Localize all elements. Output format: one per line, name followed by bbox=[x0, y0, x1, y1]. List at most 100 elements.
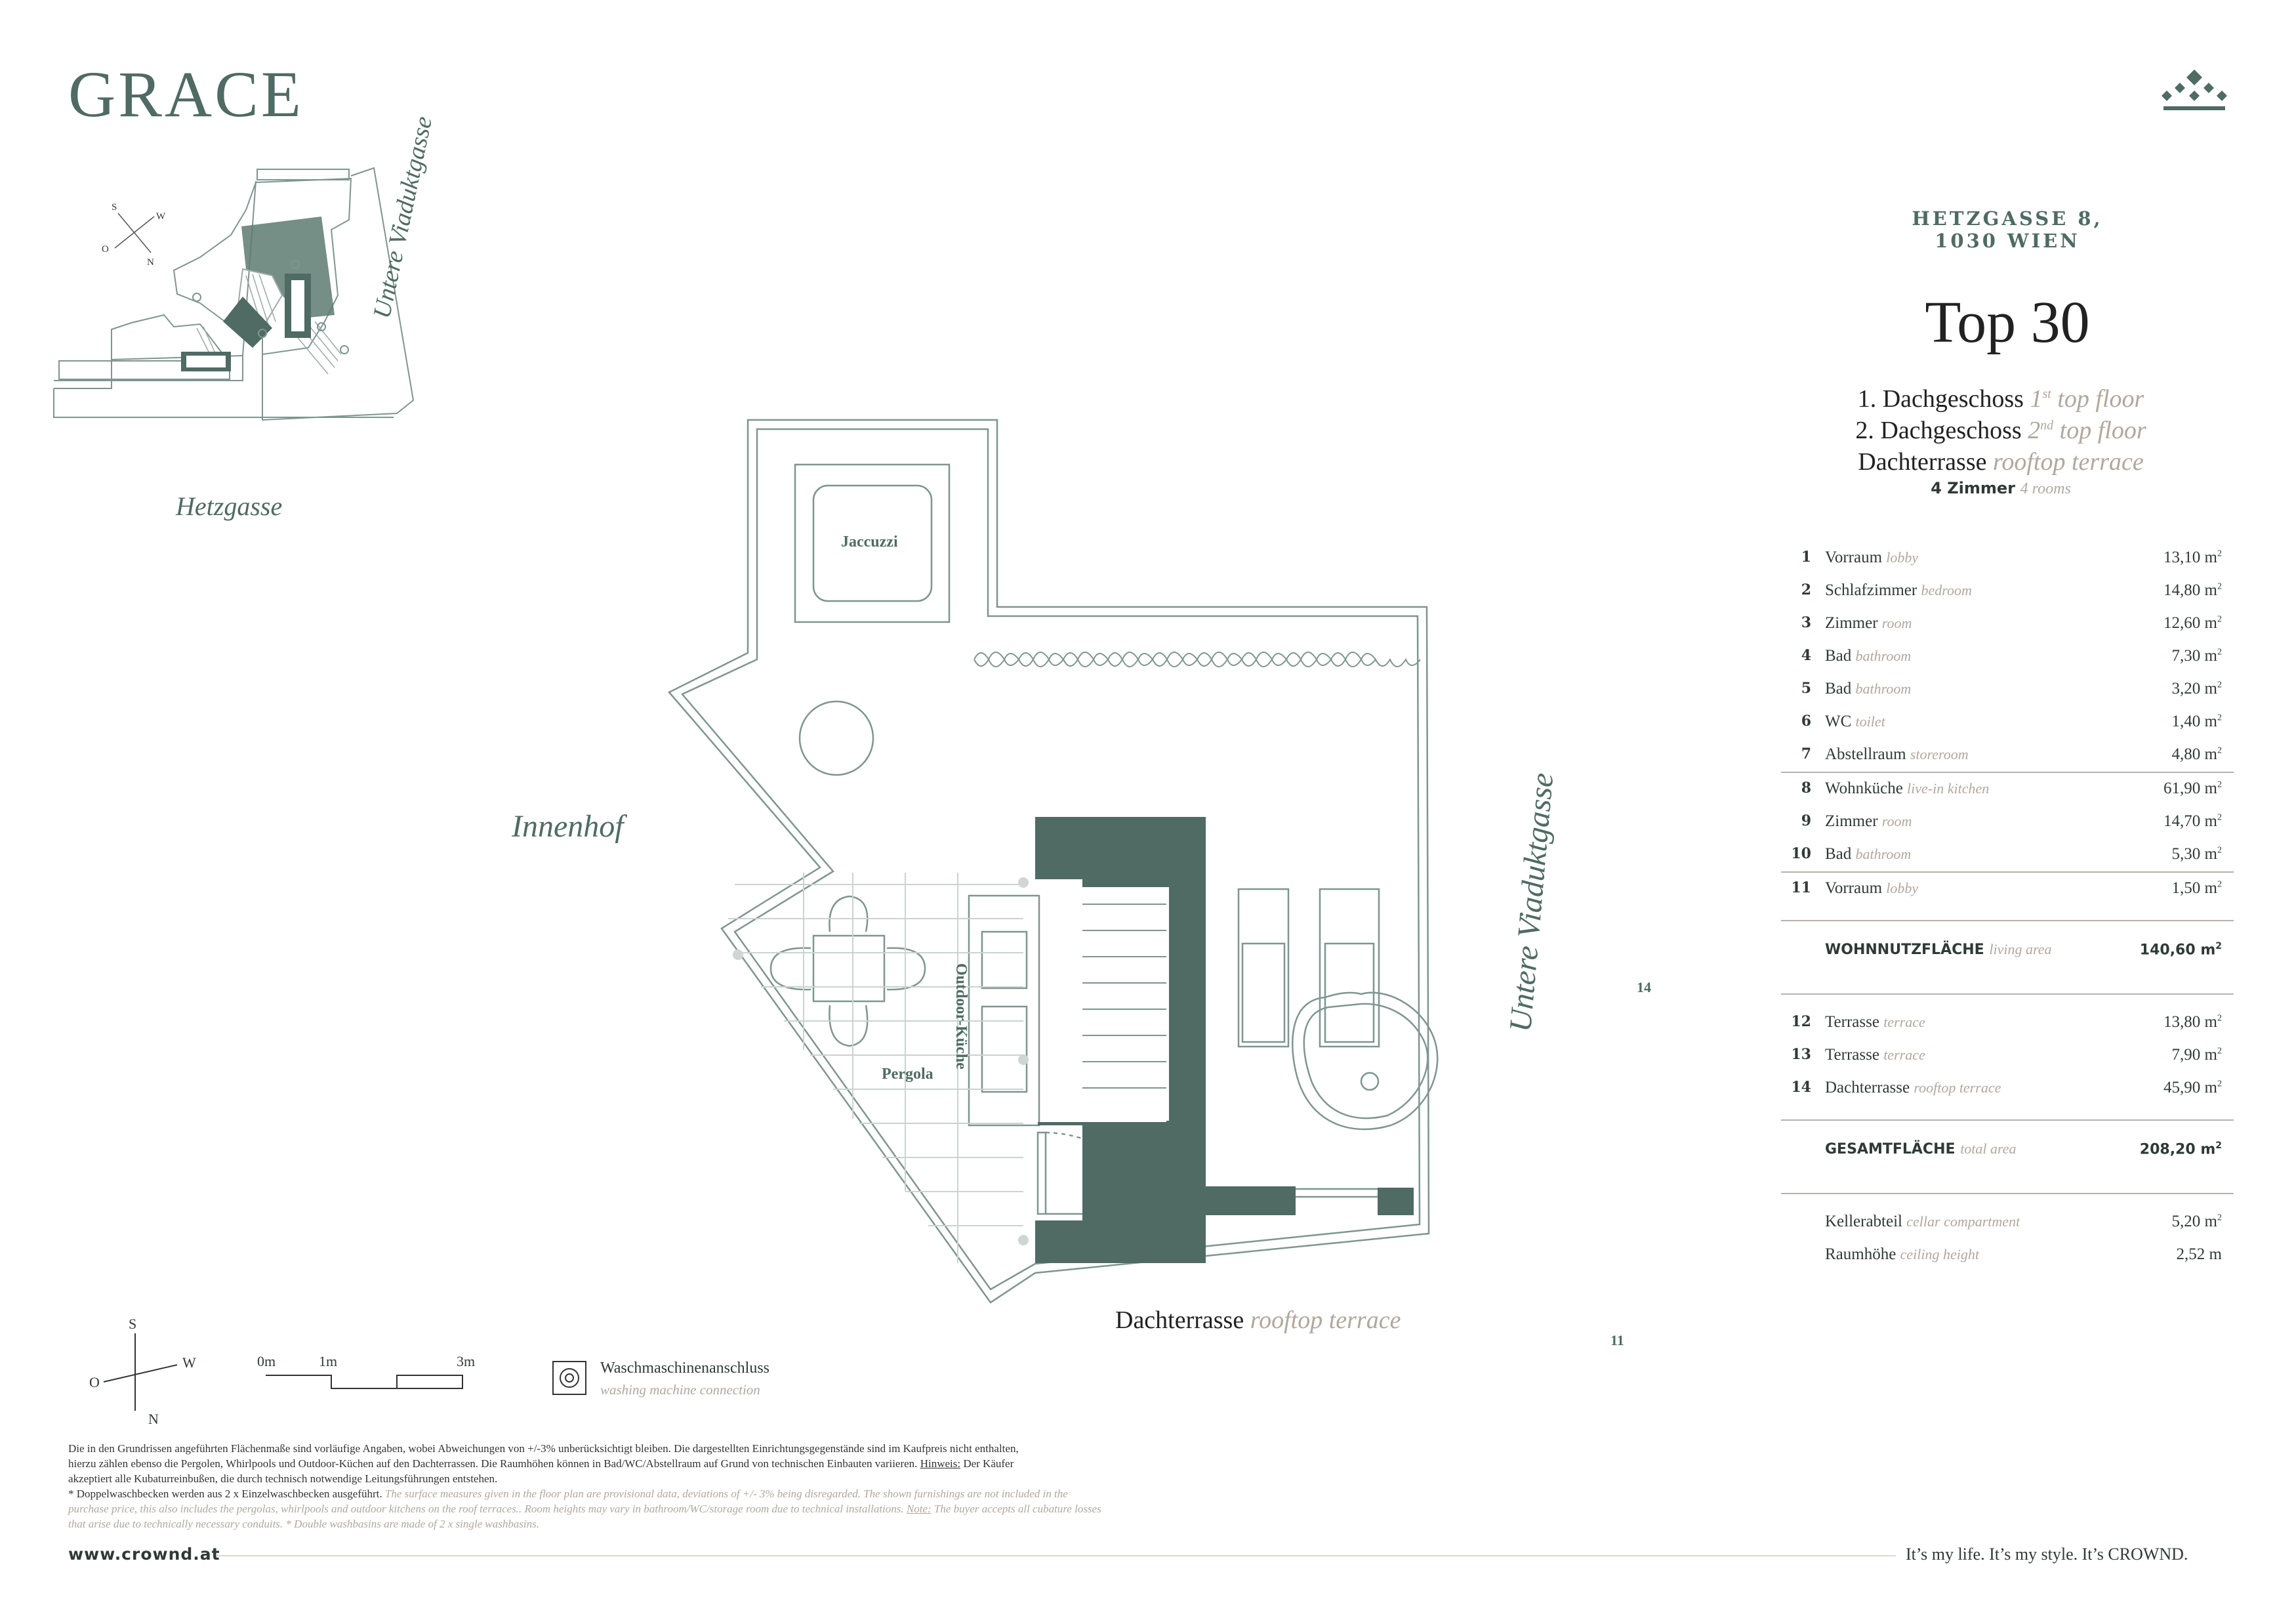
room-row: 1 Vorraum lobby 13,10 m2 bbox=[1781, 542, 2234, 575]
room-name: Wohnküche live-in kitchen bbox=[1825, 780, 1990, 797]
room-name: Schlafzimmer bedroom bbox=[1825, 581, 1972, 599]
room-name: Raumhöhe ceiling height bbox=[1825, 1245, 1979, 1263]
reference-11: 11 bbox=[1610, 1332, 1624, 1348]
room-area: 5,20 m2 bbox=[2171, 1213, 2222, 1230]
site-street-hetzgasse: Hetzgasse bbox=[176, 491, 283, 521]
room-number: 13 bbox=[1791, 1046, 1811, 1063]
living-area-row: WOHNNUTZFLÄCHE living area 140,60 m2 bbox=[1825, 941, 2222, 959]
room-name: WC toilet bbox=[1825, 713, 1885, 730]
room-name: Vorraum lobby bbox=[1825, 879, 1919, 897]
room-area: 61,90 m2 bbox=[2163, 780, 2222, 797]
room-area: 5,30 m2 bbox=[2171, 845, 2222, 863]
scale-bar-icon bbox=[266, 1375, 463, 1389]
legend-washing-en: washing machine connection bbox=[600, 1382, 760, 1398]
room-row: 13 Terrasse terrace 7,90 m2 bbox=[1781, 1039, 2234, 1072]
reference-14: 14 bbox=[1637, 979, 1651, 995]
room-area: 1,40 m2 bbox=[2171, 713, 2222, 730]
room-name: Zimmer room bbox=[1825, 812, 1912, 830]
room-row: Kellerabteil cellar compartment 5,20 m2 bbox=[1781, 1206, 2234, 1239]
room-number: 8 bbox=[1801, 780, 1811, 797]
brand-logo-text: GRACE bbox=[68, 58, 304, 131]
label-innenhof: Innenhof bbox=[512, 809, 624, 844]
room-area: 14,70 m2 bbox=[2163, 812, 2222, 830]
room-name: Bad bathroom bbox=[1825, 845, 1912, 863]
compass-n: N bbox=[148, 1411, 159, 1427]
room-number: 12 bbox=[1791, 1013, 1811, 1030]
room-number: 4 bbox=[1801, 647, 1811, 664]
room-name: Terrasse terrace bbox=[1825, 1013, 1925, 1031]
floor-line-1: 1. Dachgeschoss 1st top floor bbox=[1857, 385, 2144, 413]
room-area: 1,50 m2 bbox=[2171, 879, 2222, 897]
label-rooftop-terrace: Dachterrasse rooftop terrace bbox=[1115, 1306, 1401, 1334]
room-area: 45,90 m2 bbox=[2163, 1079, 2222, 1096]
room-area: 12,60 m2 bbox=[2163, 614, 2222, 632]
room-number: 9 bbox=[1801, 812, 1811, 829]
room-area: 13,10 m2 bbox=[2163, 549, 2222, 566]
room-row: 10 Bad bathroom 5,30 m2 bbox=[1781, 839, 2234, 871]
room-area: 2,52 m bbox=[2176, 1245, 2222, 1263]
room-number: 11 bbox=[1791, 879, 1811, 896]
room-number: 5 bbox=[1801, 680, 1811, 697]
site-compass-o: O bbox=[102, 244, 109, 255]
rooms-count: 4 Zimmer 4 rooms bbox=[1931, 479, 2071, 497]
room-area: 4,80 m2 bbox=[2171, 745, 2222, 763]
room-name: Abstellraum storeroom bbox=[1825, 745, 1969, 763]
site-compass-w: W bbox=[156, 211, 166, 222]
room-row: 8 Wohnküche live-in kitchen 61,90 m2 bbox=[1781, 773, 2234, 806]
room-row: 9 Zimmer room 14,70 m2 bbox=[1781, 806, 2234, 839]
site-compass-s: S bbox=[112, 202, 117, 213]
room-number: 14 bbox=[1791, 1079, 1811, 1096]
label-outdoor-kitchen: Outdoor-Küche bbox=[953, 963, 970, 1070]
room-name: Terrasse terrace bbox=[1825, 1046, 1925, 1064]
footer-divider bbox=[216, 1555, 1896, 1556]
site-compass-n: N bbox=[147, 257, 154, 268]
room-name: Dachterrasse rooftop terrace bbox=[1825, 1079, 2001, 1096]
room-name: Zimmer room bbox=[1825, 614, 1912, 632]
room-name: Kellerabteil cellar compartment bbox=[1825, 1213, 2020, 1230]
compass-o: O bbox=[89, 1374, 100, 1390]
room-row: 14 Dachterrasse rooftop terrace 45,90 m2 bbox=[1781, 1072, 2234, 1105]
room-name: Vorraum lobby bbox=[1825, 549, 1919, 566]
legend-washing-de: Waschmaschinenanschluss bbox=[600, 1360, 769, 1377]
room-name: Bad bathroom bbox=[1825, 680, 1912, 697]
room-row: 4 Bad bathroom 7,30 m2 bbox=[1781, 640, 2234, 673]
floor-line-2: 2. Dachgeschoss 2nd top floor bbox=[1855, 417, 2146, 444]
site-plan bbox=[53, 167, 415, 421]
room-name: Bad bathroom bbox=[1825, 647, 1912, 665]
scale-label-0: 0m bbox=[257, 1353, 276, 1369]
compass-w: W bbox=[182, 1354, 196, 1371]
label-jacuzzi: Jaccuzzi bbox=[841, 533, 898, 551]
room-number: 6 bbox=[1801, 713, 1811, 730]
site-compass-icon bbox=[114, 213, 155, 253]
disclaimer: Die in den Grundrissen angeführten Fläch… bbox=[68, 1442, 1101, 1530]
room-number: 7 bbox=[1801, 745, 1811, 762]
crown-logo-icon bbox=[2162, 70, 2227, 110]
room-area: 3,20 m2 bbox=[2171, 680, 2222, 697]
scale-label-3: 3m bbox=[457, 1353, 476, 1369]
website-link[interactable]: www.crownd.at bbox=[68, 1545, 220, 1564]
room-area: 7,30 m2 bbox=[2171, 647, 2222, 665]
room-number: 2 bbox=[1801, 581, 1811, 598]
room-row: Raumhöhe ceiling height 2,52 m bbox=[1781, 1239, 2234, 1272]
washing-machine-icon bbox=[552, 1361, 586, 1395]
room-area: 13,80 m2 bbox=[2163, 1013, 2222, 1031]
scale-label-1: 1m bbox=[319, 1353, 338, 1369]
room-row: 12 Terrasse terrace 13,80 m2 bbox=[1781, 1007, 2234, 1039]
room-area: 7,90 m2 bbox=[2171, 1046, 2222, 1064]
room-number: 10 bbox=[1791, 845, 1811, 862]
room-row: 7 Abstellraum storeroom 4,80 m2 bbox=[1781, 739, 2234, 772]
slogan: It’s my life. It’s my style. It’s CROWND… bbox=[1906, 1545, 2188, 1564]
room-row: 6 WC toilet 1,40 m2 bbox=[1781, 706, 2234, 739]
room-number: 1 bbox=[1801, 549, 1811, 566]
label-pergola: Pergola bbox=[882, 1066, 933, 1083]
room-row: 11 Vorraum lobby 1,50 m2 bbox=[1781, 873, 2234, 906]
room-row: 5 Bad bathroom 3,20 m2 bbox=[1781, 673, 2234, 706]
compass-icon bbox=[103, 1333, 178, 1411]
floor-line-3: Dachterrasse rooftop terrace bbox=[1858, 448, 2144, 476]
unit-title: Top 30 bbox=[1925, 290, 2090, 355]
address: HETZGASSE 8, 1030 WIEN bbox=[1912, 207, 2103, 252]
